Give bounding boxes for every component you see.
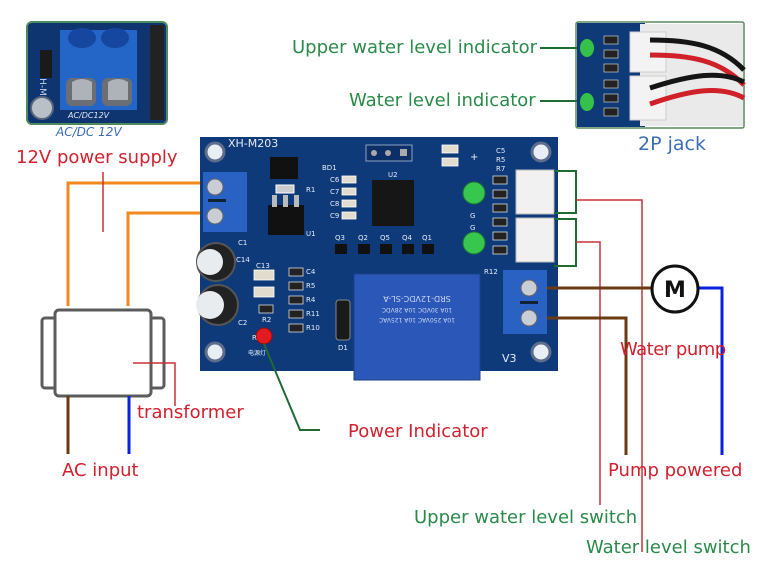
lower-level-led [462, 231, 486, 255]
inset-upper-led [580, 39, 594, 57]
label-r4: R4 [306, 296, 316, 304]
label-u1: U1 [306, 230, 316, 238]
ac-input-label: AC input [62, 460, 139, 481]
label-c13: C13 [256, 262, 270, 270]
label-c8: C8 [330, 200, 339, 208]
label-led-r: R [252, 334, 257, 342]
label-r1: R1 [306, 186, 315, 194]
label-d1: D1 [338, 344, 348, 352]
label-u2: U2 [388, 171, 398, 179]
upper-indicator-label: Upper water level indicator [292, 37, 537, 58]
relay-line-2: 10A 30VDC 10A 28VDC [382, 306, 452, 313]
water-level-switch-line [576, 199, 643, 552]
label-c14: C14 [236, 256, 250, 264]
lower-level-jack [515, 217, 555, 263]
power-led [255, 327, 273, 345]
label-r5: R5 [306, 282, 315, 290]
label-led-g2: G [470, 224, 475, 232]
upper-level-jack [515, 169, 555, 215]
water-pump-label: Water pump [620, 339, 726, 360]
label-q1: Q1 [422, 234, 432, 242]
label-c6: C6 [330, 176, 340, 184]
label-c2: C2 [238, 319, 247, 327]
board-version: V3 [502, 352, 517, 365]
label-c9: C9 [330, 212, 339, 220]
power-indicator-label: Power Indicator [348, 421, 488, 442]
motor-symbol: M [650, 264, 700, 314]
label-r12: R12 [484, 268, 498, 276]
label-q4: Q4 [402, 234, 413, 242]
transformer-symbol [40, 308, 166, 398]
u2-chip [372, 180, 414, 226]
supply-wires [66, 181, 210, 306]
relay-line-1: 10A 250VAC 10A 125VAC [379, 316, 455, 323]
level-switch-label: Water level switch [586, 537, 751, 558]
inset-terminal-print: AC/DC12V [67, 111, 110, 120]
label-r7: R7 [496, 165, 505, 173]
inset-jack-closeup [575, 21, 746, 129]
upper-switch-line [576, 241, 601, 505]
upper-level-led [462, 181, 486, 205]
inset-terminal-closeup: XH-M203 AC/DC12V [26, 21, 168, 125]
label-bd1: BD1 [322, 164, 337, 172]
transformer-pointer [133, 362, 176, 406]
inset-board-text: XH-M203 [37, 72, 47, 113]
power-brown-wire [547, 316, 628, 455]
upper-switch-label: Upper water level switch [414, 507, 638, 528]
two-p-jack-label: 2P jack [638, 133, 706, 155]
label-c1: C1 [238, 239, 247, 247]
upper-jack-bracket [554, 170, 577, 214]
label-led-g1: G [470, 212, 475, 220]
inset-lower-led [580, 93, 594, 111]
label-r11: R11 [306, 310, 320, 318]
board-name: XH-M203 [228, 137, 278, 150]
label-c7: C7 [330, 188, 339, 196]
label-r5b: R5 [496, 156, 505, 164]
transformer-label: transformer [137, 402, 244, 423]
label-q3: Q3 [335, 234, 345, 242]
label-q5: Q5 [380, 234, 390, 242]
label-power-led-cn: 电源灯 [248, 349, 266, 357]
pcb-board: SRD-12VDC-SL-A 10A 30VDC 10A 28VDC 10A 2… [196, 137, 558, 381]
motor-letter: M [664, 278, 686, 303]
label-q2: Q2 [358, 234, 368, 242]
label-r10: R10 [306, 324, 320, 332]
level-indicator-label: Water level indicator [349, 90, 536, 111]
label-c5: C5 [496, 147, 505, 155]
label-c4: C4 [306, 268, 316, 276]
relay [353, 273, 481, 381]
power-supply-label: 12V power supply [16, 147, 178, 168]
pump-powered-label: Pump powered [608, 460, 743, 481]
power-indicator-pointer [263, 343, 320, 431]
relay-model: SRD-12VDC-SL-A [383, 294, 451, 303]
pump-blue-wire [698, 286, 724, 455]
label-plus: + [470, 152, 478, 163]
inset-left-caption: AC/DC 12V [55, 125, 122, 139]
label-r2: R2 [262, 316, 271, 324]
